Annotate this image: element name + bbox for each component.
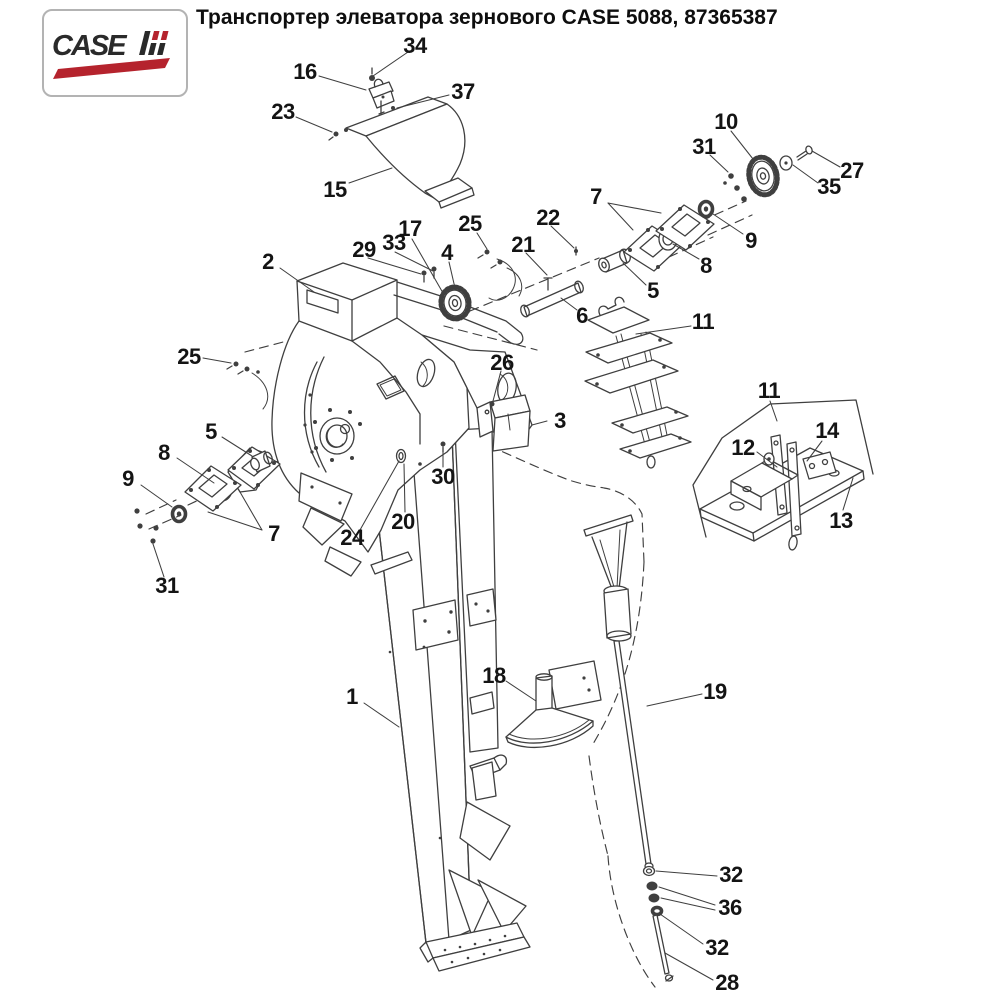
- logo-ih-mark: [139, 31, 169, 55]
- mounting-bracket: [476, 394, 531, 452]
- part-number-callout: 11: [691, 309, 715, 334]
- part-number-callout: 8: [700, 253, 712, 278]
- part-number-callout: 12: [731, 435, 755, 460]
- part-number-callout: 34: [403, 33, 427, 58]
- part-number-callout: 18: [482, 663, 506, 688]
- idler-sprocket: [438, 284, 472, 322]
- support-rod: [583, 514, 674, 982]
- main-housing: [271, 249, 524, 577]
- paddle-detail-inset: [692, 399, 874, 551]
- discharge-chute: [328, 67, 475, 209]
- part-number-callout: 19: [703, 679, 727, 704]
- part-number-callout: 22: [536, 205, 560, 230]
- elevator-tube: [367, 431, 531, 972]
- part-number-callout: 10: [714, 109, 738, 134]
- logo-brand-text: CASE: [52, 30, 128, 62]
- part-number-callout: 7: [268, 521, 280, 546]
- logo-swoosh: [53, 58, 170, 79]
- upper-bearing-assembly: [598, 145, 813, 273]
- part-number-callout: 9: [122, 466, 134, 491]
- part-number-callout: 17: [398, 216, 422, 241]
- part-number-callout: 21: [511, 232, 535, 257]
- part-number-callout: 36: [718, 895, 742, 920]
- part-number-callout: 16: [293, 59, 317, 84]
- part-number-callout: 9: [745, 228, 757, 253]
- lower-bearing-assembly: [134, 361, 281, 544]
- part-number-callout: 15: [323, 177, 347, 202]
- page-title: Транспортер элеватора зернового CASE 508…: [196, 6, 778, 29]
- part-number-callout: 25: [177, 344, 201, 369]
- part-number-callout: 8: [158, 440, 170, 465]
- part-number-callout: 31: [692, 134, 716, 159]
- funnel-guard: [505, 660, 602, 749]
- part-number-callout: 4: [441, 240, 453, 265]
- case-ih-logo: CASE: [42, 9, 188, 97]
- case-ih-logo-art: CASE: [52, 30, 170, 79]
- part-number-callout: 37: [451, 79, 475, 104]
- part-number-callout: 11: [757, 378, 781, 403]
- part-number-callout: 6: [576, 303, 588, 328]
- part-number-callout: 5: [205, 419, 217, 444]
- part-number-callout: 20: [391, 509, 415, 534]
- leader-lines: [140, 51, 854, 981]
- part-number-callout: 27: [840, 158, 864, 183]
- part-number-callout: 30: [431, 464, 455, 489]
- part-number-callout: 26: [490, 350, 514, 375]
- part-number-callout: 2: [262, 249, 274, 274]
- part-number-callout: 33: [382, 230, 406, 255]
- part-number-callout: 29: [352, 237, 376, 262]
- part-number-callout: 25: [458, 211, 482, 236]
- part-number-callout: 32: [719, 862, 743, 887]
- part-number-callout: 5: [647, 278, 659, 303]
- part-number-callout: 1: [346, 684, 358, 709]
- part-number-callout: 28: [715, 970, 739, 995]
- part-number-callout: 24: [340, 525, 364, 550]
- part-number-callout: 35: [817, 174, 841, 199]
- fastener-wires: [251, 258, 523, 410]
- part-number-callout: 14: [815, 418, 839, 443]
- part-number-callout: 3: [554, 408, 566, 433]
- part-number-callout: 7: [590, 184, 602, 209]
- part-number-callout: 31: [155, 573, 179, 598]
- drive-chain-assembly: [584, 296, 692, 469]
- drive-shaft: [520, 246, 584, 318]
- part-number-callout: 32: [705, 935, 729, 960]
- part-number-callout: 23: [271, 99, 295, 124]
- part-number-callout: 13: [829, 508, 853, 533]
